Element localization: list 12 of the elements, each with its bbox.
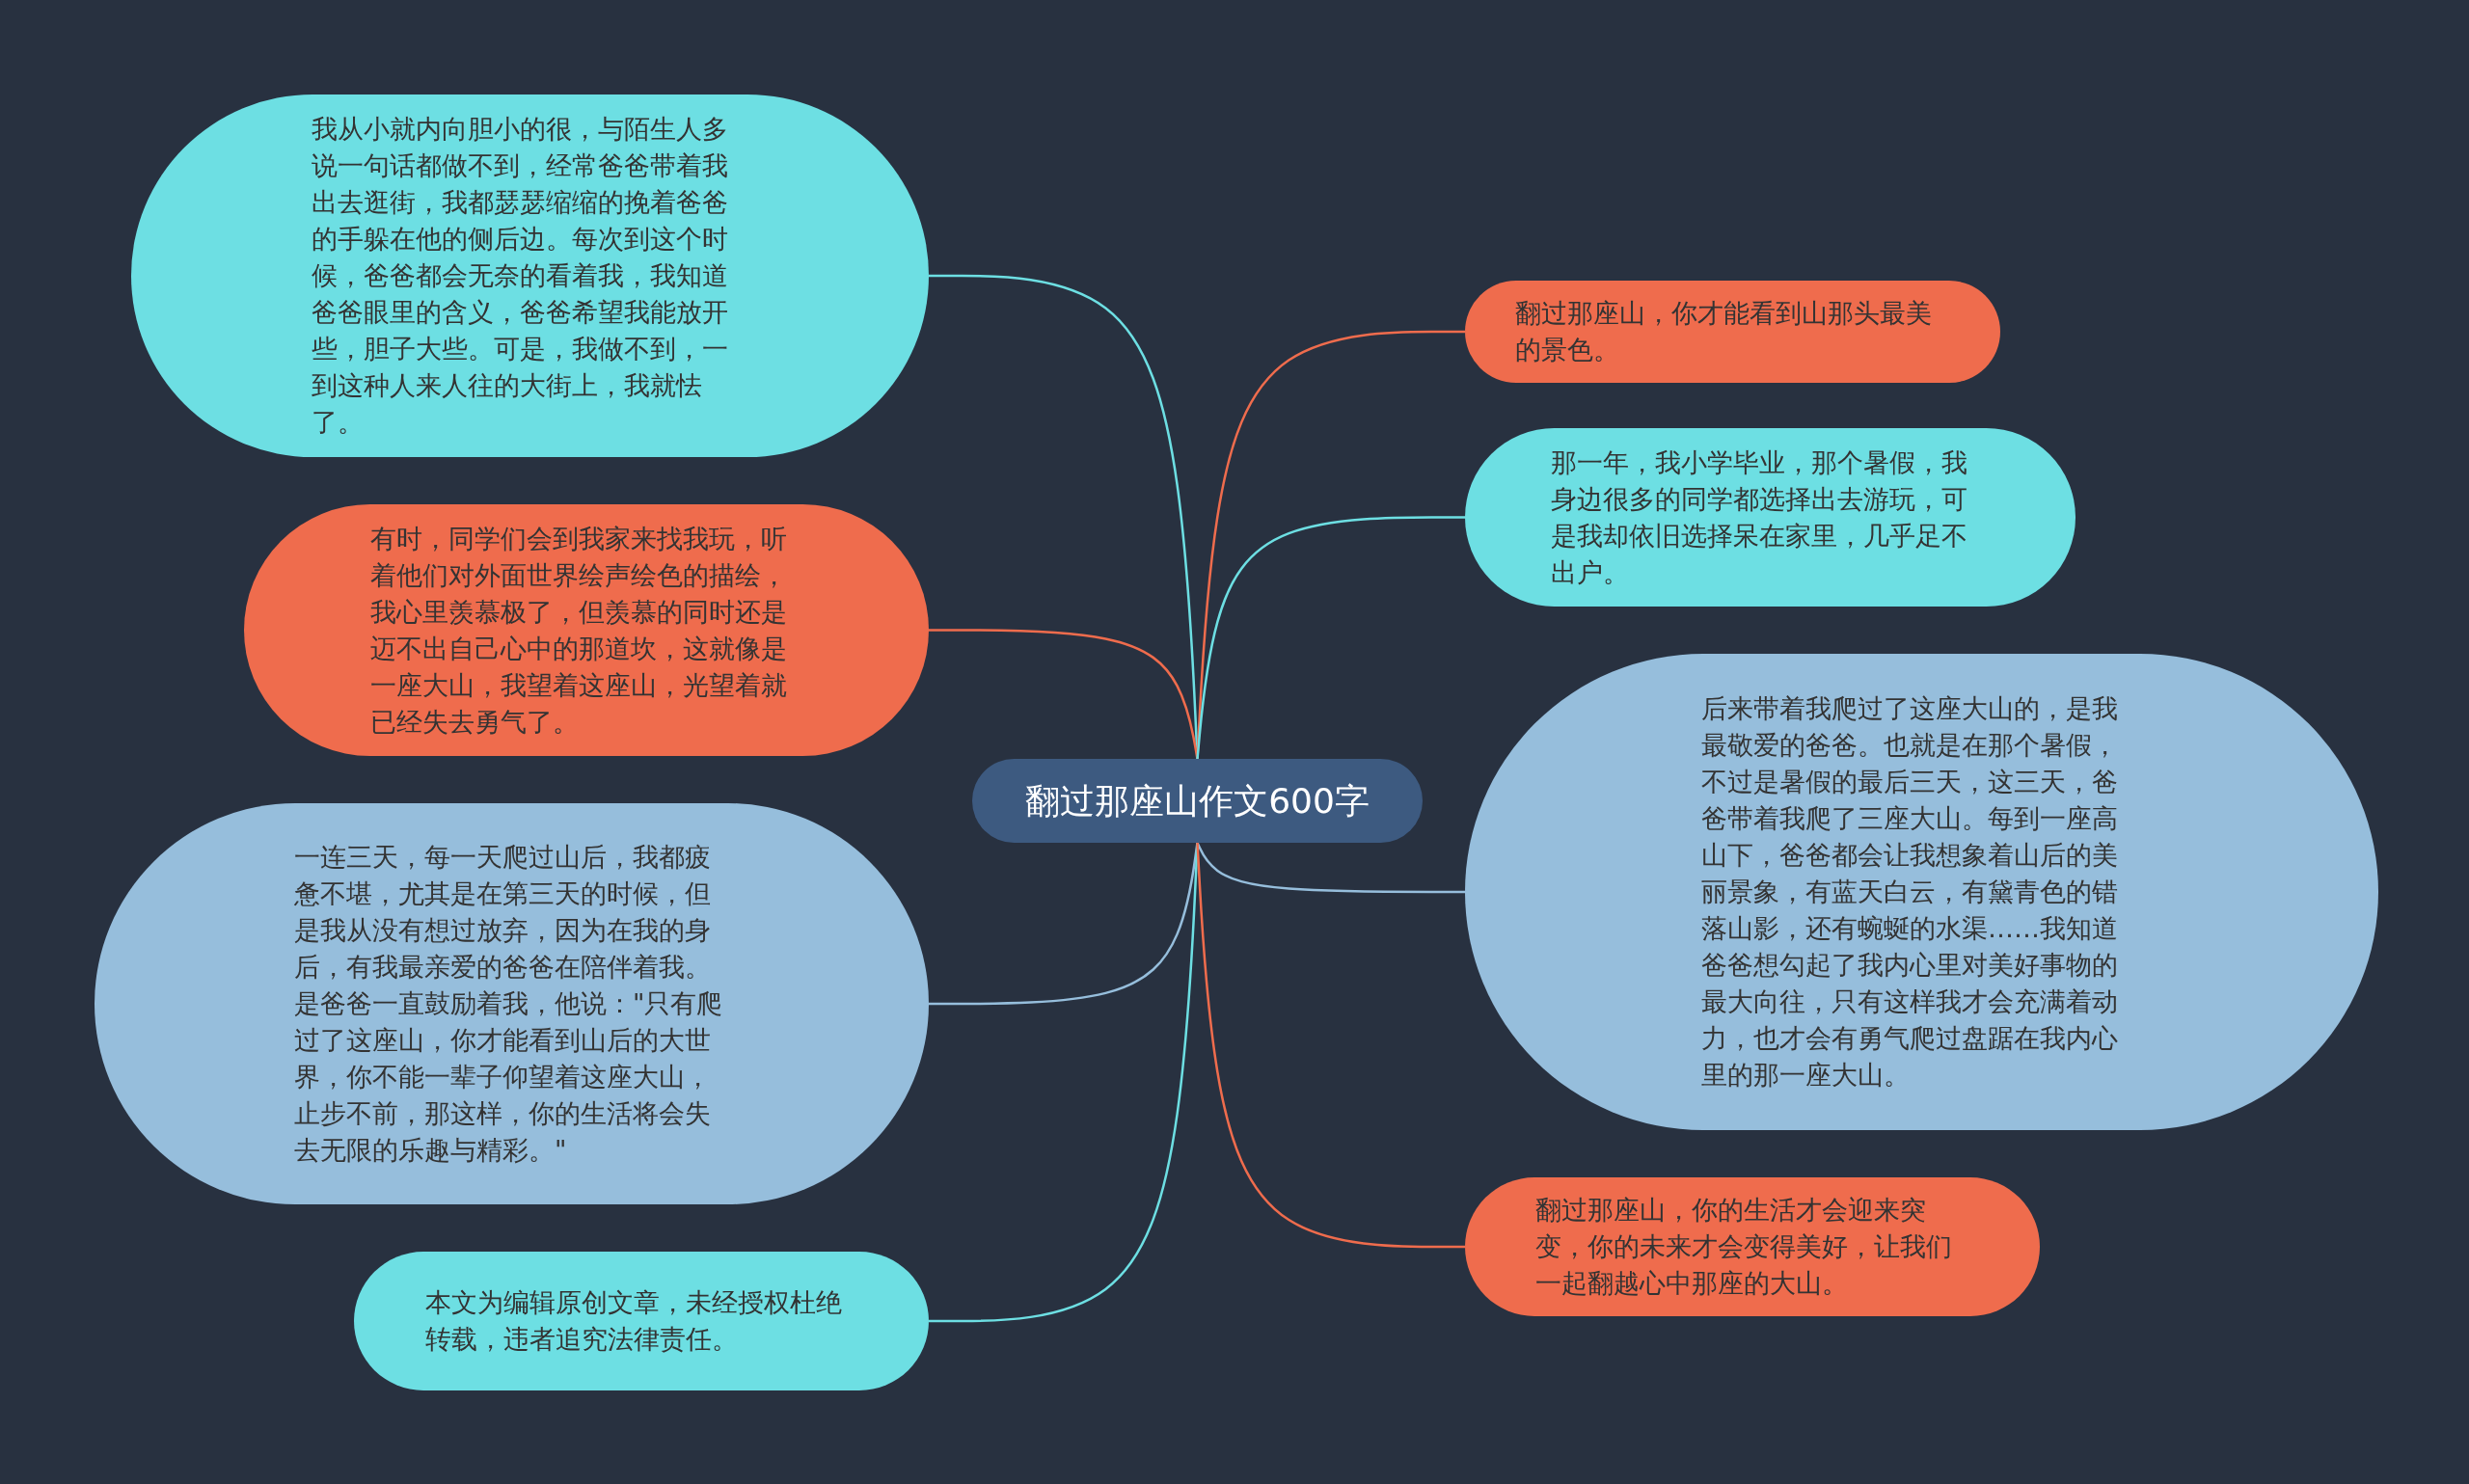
central-topic-text: 翻过那座山作文600字 <box>1024 779 1370 823</box>
topic-text: 翻过那座山，你才能看到山那头最美的景色。 <box>1515 297 1933 366</box>
topic-text: 我从小就内向胆小的很，与陌生人多说一句话都做不到，经常爸爸带着我出去逛街，我都瑟瑟缩缩的挽着爸爸的手躲在他的侧后边。每次到这个时候，爸爸都会无奈的看着我，我知道爸爸眼里的含义，爸爸希望我能放开些，胆子大些。可是，我做不到，一到这种人来人往的大街上，我就怯了。 <box>312 113 729 439</box>
topic-text: 有时，同学们会到我家来找我玩，听着他们对外面世界绘声绘色的描绘，我心里羡慕极了，但羡慕的同时还是迈不出自己心中的那道坎，这就像是一座大山，我望着这座山，光望着就已经失去勇气了。 <box>370 522 788 739</box>
topic-text: 那一年，我小学毕业，那个暑假，我身边很多的同学都选择出去游玩，可是我却依旧选择呆在家里，几乎足不出户。 <box>1551 445 1968 589</box>
topic-text: 一连三天，每一天爬过山后，我都疲惫不堪，尤其是在第三天的时候，但是我从没有想过放弃，因为在我的身后，有我最亲爱的爸爸在陪伴着我。是爸爸一直鼓励着我，他说："只有爬过了这座山，你才能看到山后的大世界，你不能一辈子仰望着这座大山，止步不前，那这样，你的生活将会失去无限的乐趣与精彩。" <box>294 841 724 1167</box>
topic-text: 翻过那座山，你的生活才会迎来突变，你的未来才会变得美好，让我们一起翻越心中那座的大山。 <box>1535 1194 1953 1300</box>
connector-line <box>1196 842 1465 1249</box>
topic-text: 后来带着我爬过了这座大山的，是我最敬爱的爸爸。也就是在那个暑假，不过是暑假的最后三天，这三天，爸爸带着我爬了三座大山。每到一座高山下，爸爸都会让我想象着山后的美丽景象，有蓝天白云，有黛青色的错落山影，还有蜿蜒的水渠……我知道爸爸想勾起了我内心里对美好事物的最大向往，只有这样我才会充满着动力，也才会有勇气爬过盘踞在我内心里的那一座大山。 <box>1701 692 2119 1092</box>
connector-line <box>1196 516 1465 760</box>
topic-text: 本文为编辑原创文章，未经授权杜绝转载，违者追究法律责任。 <box>425 1286 843 1356</box>
connector-line <box>1196 842 1465 894</box>
